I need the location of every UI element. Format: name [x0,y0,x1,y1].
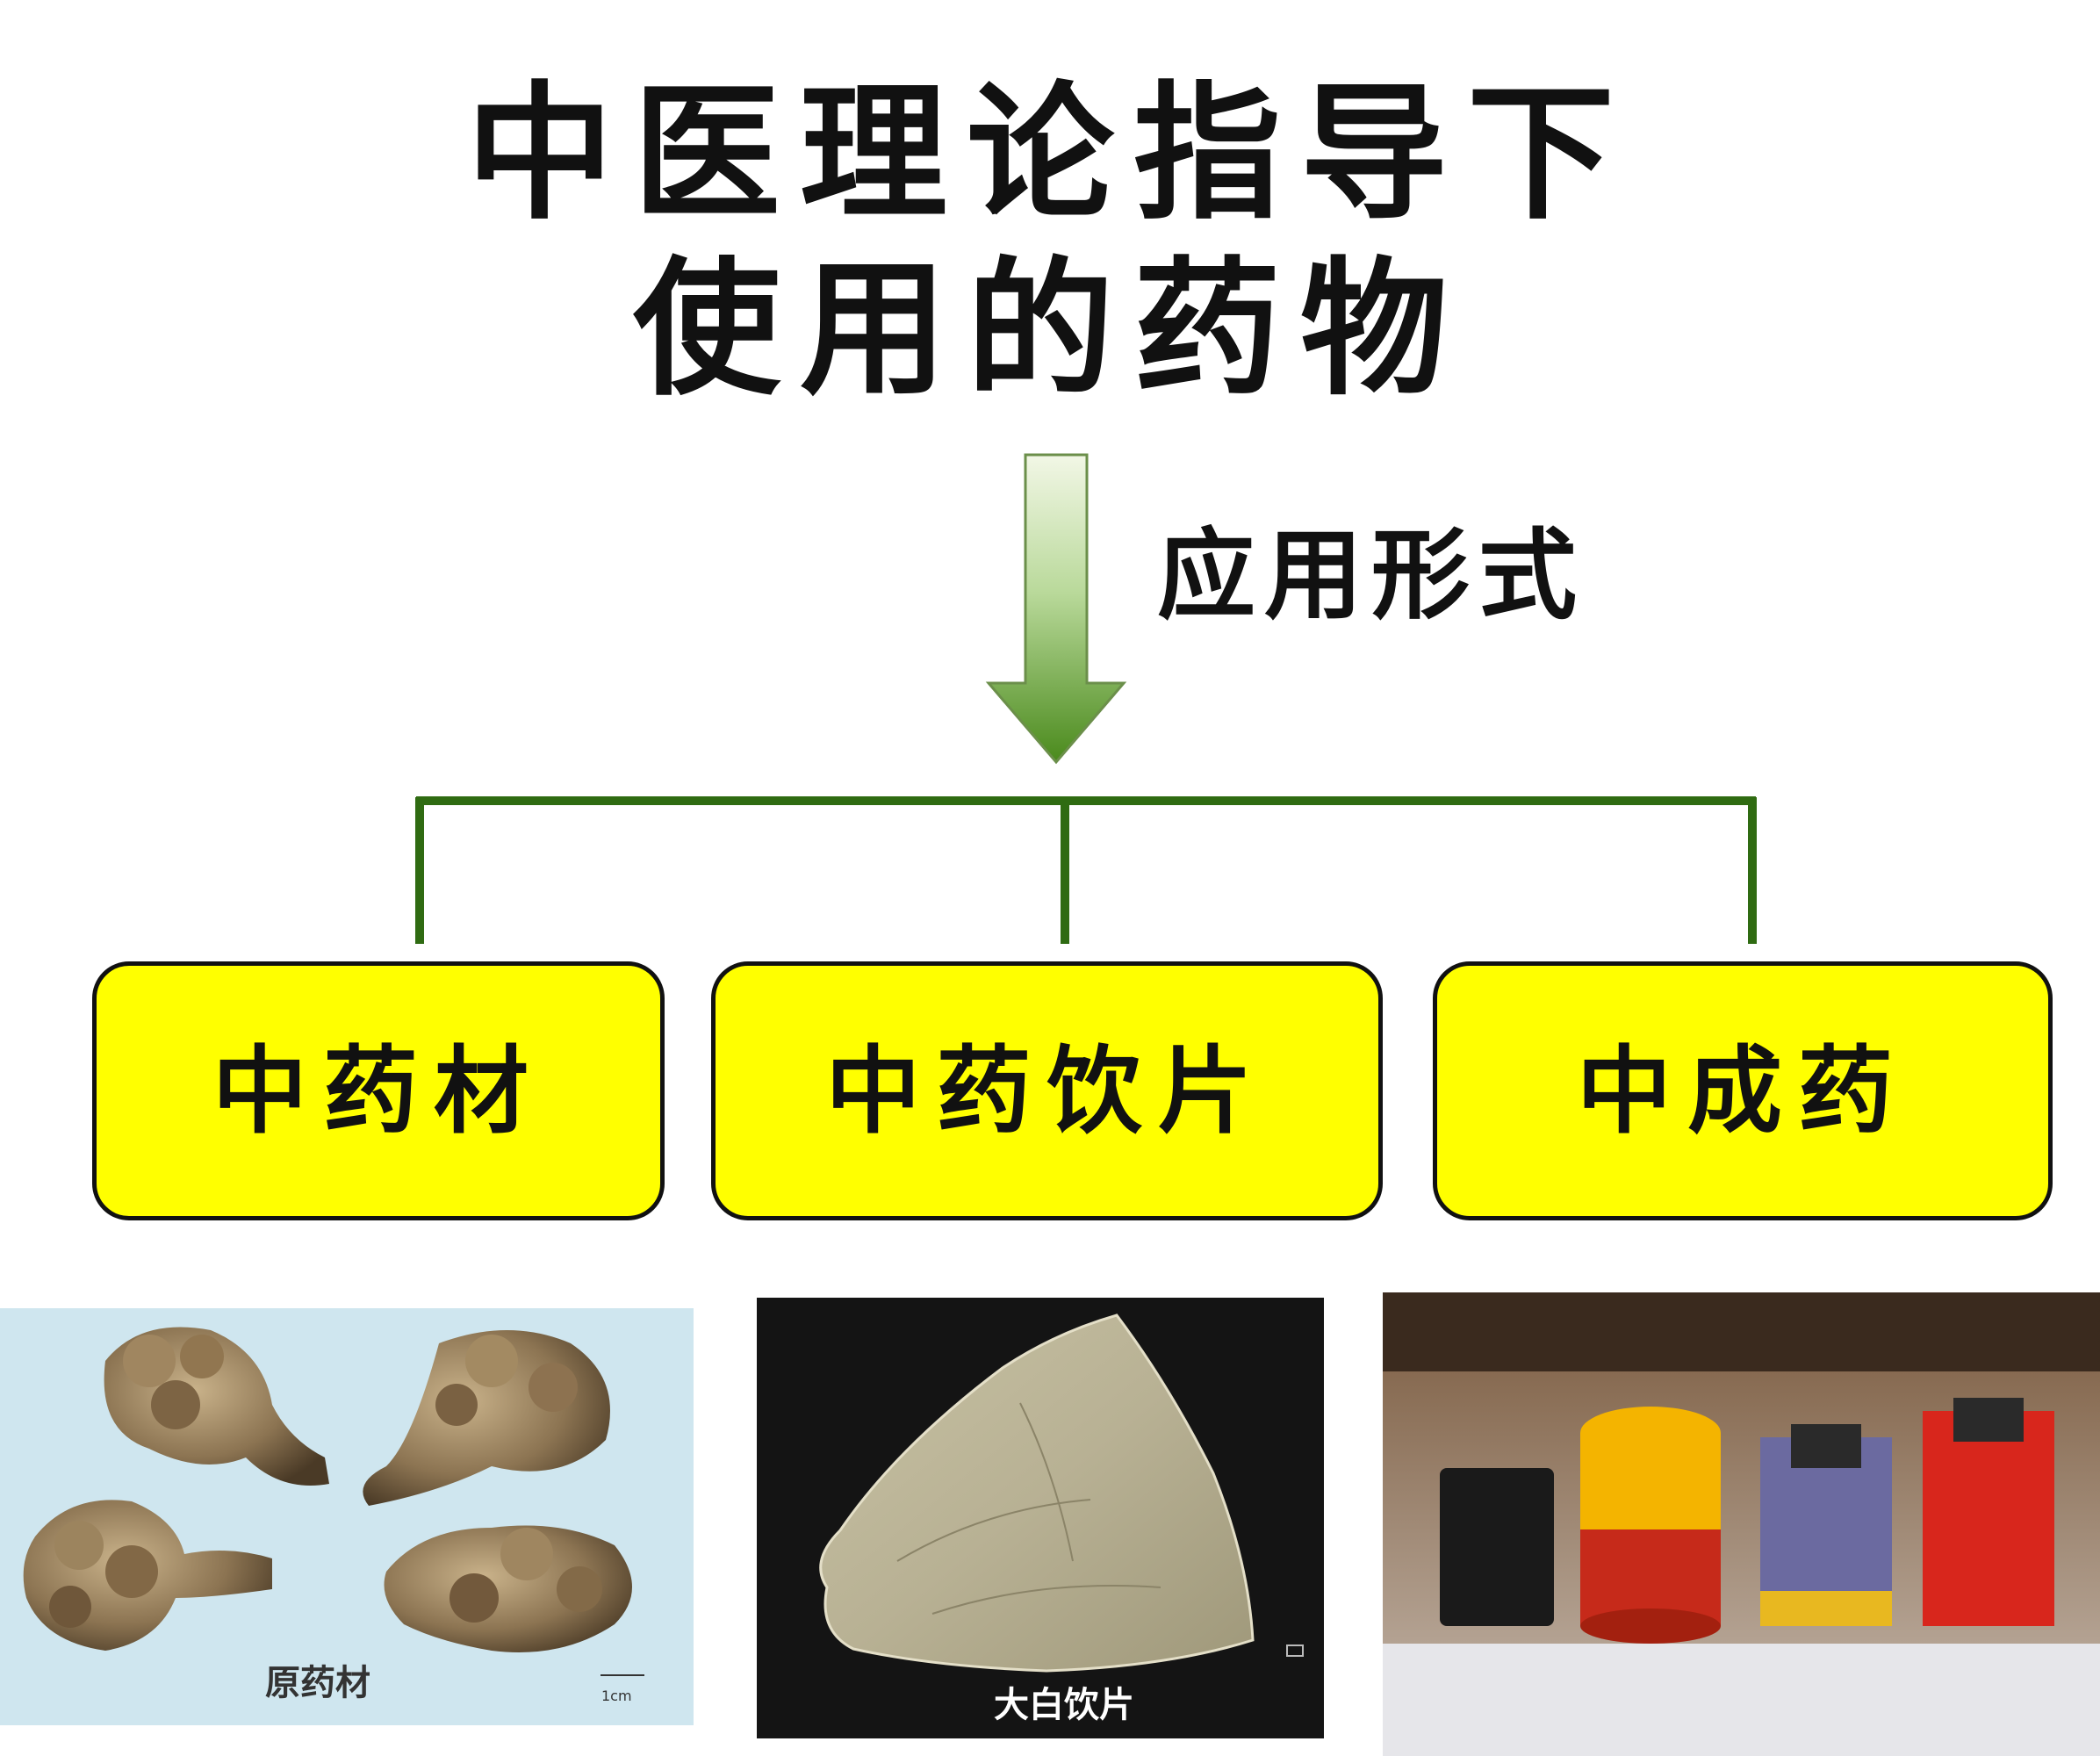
photo-caption: 大白饮片 [994,1684,1134,1725]
title-line-1: 中医理论指导下 [466,66,1634,240]
patent-medicine-image [1383,1292,2100,1756]
title-line-2: 使用的药物 [633,241,1467,415]
scale-label: 1cm [601,1688,632,1704]
category-box-herb: 中药材 [92,961,665,1220]
herb-slice-image: 大白饮片 [757,1298,1324,1738]
herb-slice-icon [819,1313,1304,1673]
category-label: 中成药 [1576,1035,1909,1147]
category-label: 中药材 [212,1035,544,1147]
category-label: 中药饮片 [825,1035,1269,1147]
category-box-patent: 中成药 [1433,961,2053,1220]
category-box-slice: 中药饮片 [711,961,1383,1220]
herb-roots-icon [23,1327,644,1676]
flow-connectors [415,453,1757,944]
photo-caption: 原药材 [265,1662,370,1703]
arrow-label: 应用形式 [1157,518,1586,633]
medicine-bottles-icon [1383,1292,2100,1756]
down-arrow-icon [985,453,1127,765]
herb-roots-image: 原药材 1cm [0,1308,694,1725]
